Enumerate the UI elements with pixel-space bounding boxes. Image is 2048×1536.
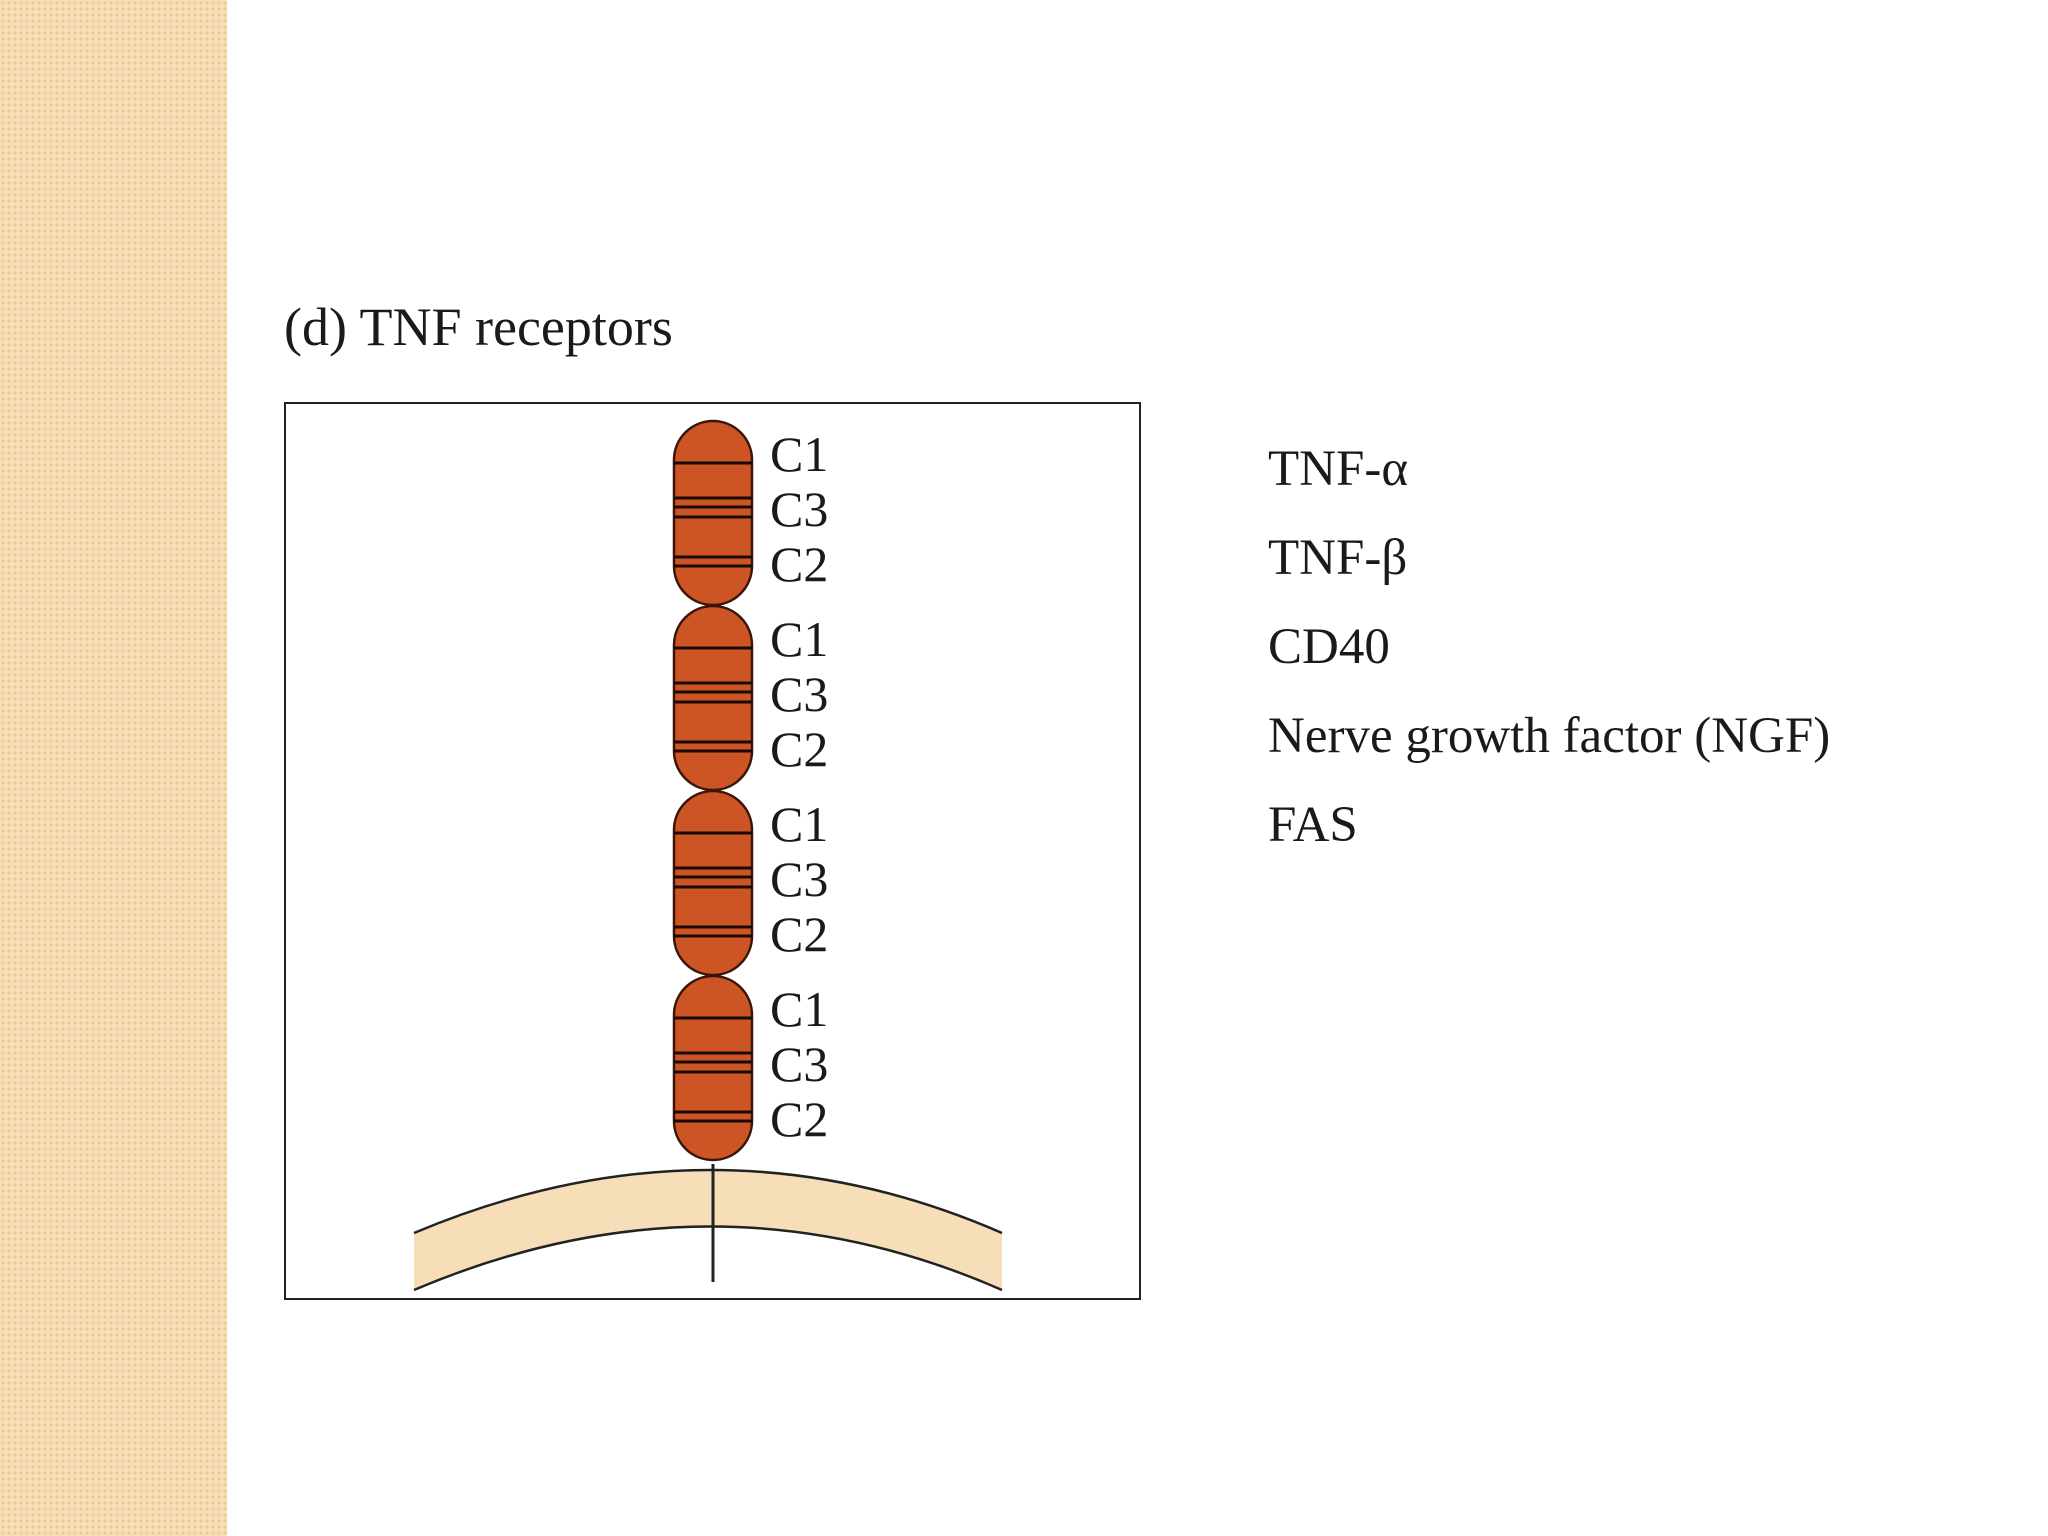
membrane-inner-edge <box>413 1225 1003 1292</box>
domain-label-c1: C1 <box>770 981 828 1037</box>
domain-label-c2: C2 <box>770 536 828 592</box>
domain-label-c3: C3 <box>770 666 828 722</box>
domain-label-c1: C1 <box>770 611 828 667</box>
domain-label-c2: C2 <box>770 721 828 777</box>
domain-label-c3: C3 <box>770 851 828 907</box>
domain-shape <box>672 419 754 607</box>
ligand-item-cd40: CD40 <box>1268 619 1390 675</box>
domain-label-c2: C2 <box>770 906 828 962</box>
ligand-item-fas: FAS <box>1268 797 1358 853</box>
domain-shape <box>672 604 754 792</box>
ligand-item-tnf-alpha: TNF-α <box>1268 441 1409 497</box>
cell-membrane <box>414 1170 1002 1290</box>
figure-title: (d) TNF receptors <box>284 297 673 357</box>
ligand-list: TNF-α TNF-β CD40 Nerve growth factor (NG… <box>1268 425 1830 870</box>
domain-label-c1: C1 <box>770 796 828 852</box>
domain-label-c3: C3 <box>770 1036 828 1092</box>
decorative-side-strip <box>0 0 227 1536</box>
domain-label-c3: C3 <box>770 481 828 537</box>
domain-label-c2: C2 <box>770 1091 828 1147</box>
membrane-outer-edge <box>413 1168 1003 1235</box>
domain-label-c1: C1 <box>770 426 828 482</box>
ligand-item-tnf-beta: TNF-β <box>1268 530 1408 586</box>
ligand-item-ngf: Nerve growth factor (NGF) <box>1268 708 1831 764</box>
domain-shape <box>672 974 754 1162</box>
domain-shape <box>672 789 754 977</box>
